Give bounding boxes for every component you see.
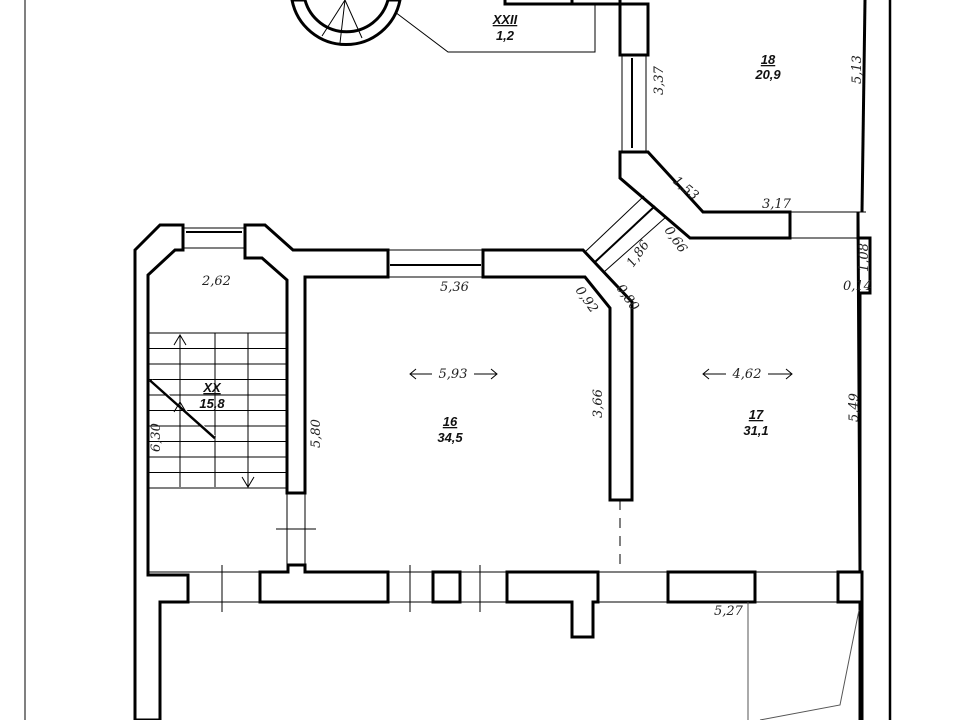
wall-top-xxii xyxy=(503,0,574,6)
room-17-number: 17 xyxy=(749,407,764,422)
window-room18-left xyxy=(621,55,647,152)
wall-stair-right xyxy=(243,223,390,495)
dim-5-27: 5,27 xyxy=(714,604,744,619)
dim-5-93: 5,93 xyxy=(439,367,468,382)
dim-3-37: 3,37 xyxy=(652,65,667,95)
spiral-staircase xyxy=(290,0,402,46)
dim-0-14: 0,14 xyxy=(843,279,872,294)
wall-room18-left xyxy=(570,0,650,57)
dim-2-62: 2,62 xyxy=(201,274,231,289)
room-xxii-area: 1,2 xyxy=(496,28,515,43)
room-18-area: 20,9 xyxy=(754,67,781,82)
window-room16-top xyxy=(388,249,483,278)
dim-3-66: 3,66 xyxy=(591,389,606,418)
room-16-number: 16 xyxy=(443,414,458,429)
dim-5-49: 5,49 xyxy=(847,393,862,422)
wall-bottom-1 xyxy=(258,563,390,604)
xxii-boundary xyxy=(394,5,596,53)
dim-1-86: 1,86 xyxy=(624,238,653,270)
wall-room18-bottom xyxy=(618,150,792,240)
stair-arrows xyxy=(173,333,255,488)
opening-marks xyxy=(221,565,481,612)
wall-room16-right xyxy=(481,248,634,502)
dim-5-93-arrow: 5,93 xyxy=(409,367,498,382)
window-stair xyxy=(183,227,245,249)
dim-5-13: 5,13 xyxy=(850,55,865,84)
dim-4-62-arrow: 4,62 xyxy=(702,367,793,382)
room-18-number: 18 xyxy=(761,52,776,67)
room-17-area: 31,1 xyxy=(743,423,768,438)
wall-room18-right xyxy=(860,0,867,213)
dim-6-30: 6,30 xyxy=(149,423,164,452)
dim-5-36: 5,36 xyxy=(440,280,469,295)
window-diagonal xyxy=(584,195,667,273)
wall-stair-left xyxy=(133,223,190,720)
dim-5-80: 5,80 xyxy=(309,419,324,448)
room-xxii-number: XXII xyxy=(492,12,518,27)
wall-bottom-right xyxy=(836,570,864,720)
room-16-area: 34,5 xyxy=(437,430,463,445)
dim-3-17: 3,17 xyxy=(762,197,792,212)
room-xx-number: XX xyxy=(202,380,222,395)
wall-bottom-t xyxy=(505,570,600,639)
pillar-square xyxy=(431,570,462,604)
dim-1-08: 1,08 xyxy=(857,243,872,272)
stair-flight xyxy=(148,332,287,489)
room-xx-area: 15,8 xyxy=(199,396,225,411)
wall-bottom-3 xyxy=(666,570,757,604)
dim-4-62: 4,62 xyxy=(732,367,762,382)
